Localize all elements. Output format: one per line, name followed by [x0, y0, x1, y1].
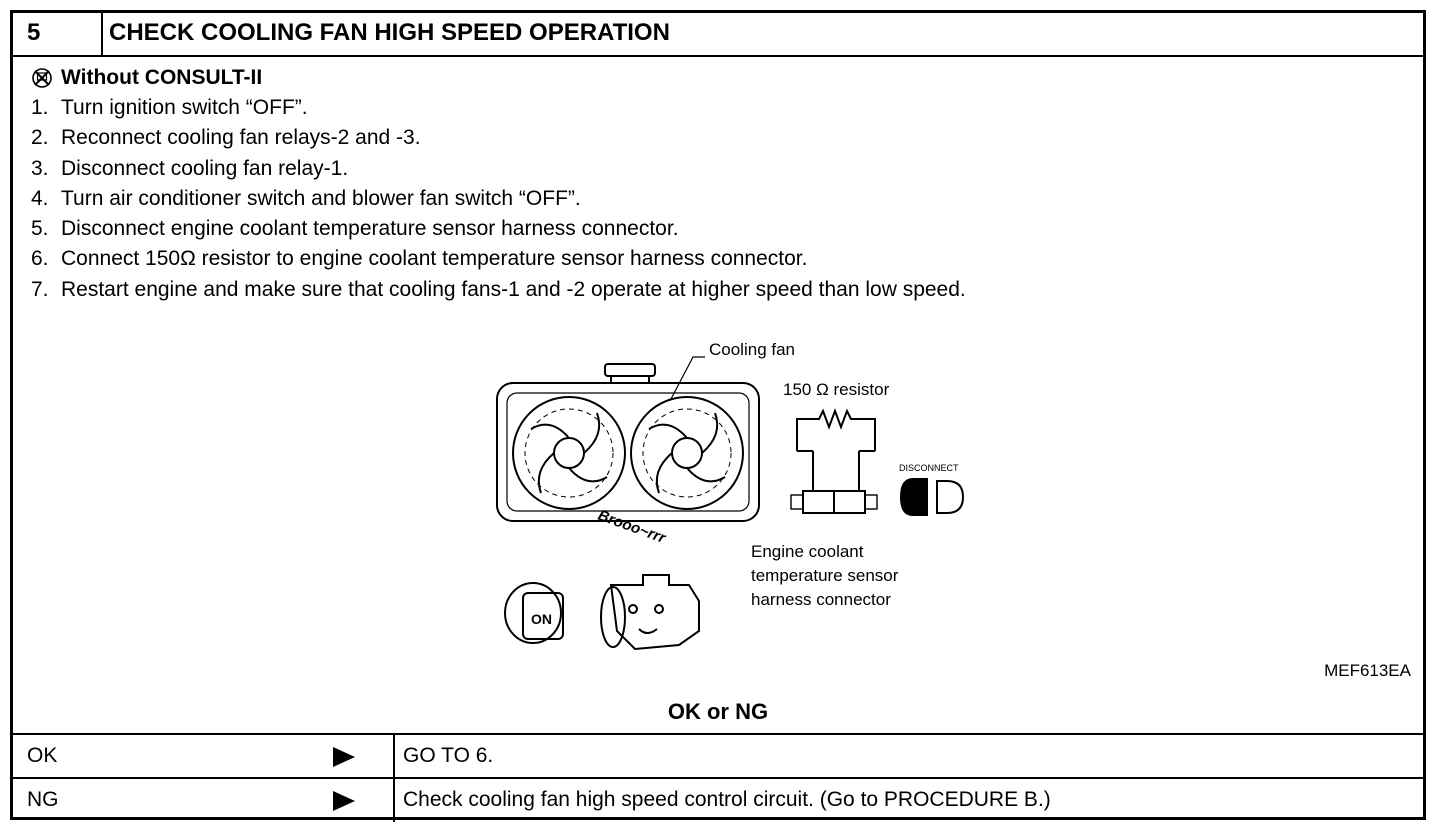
list-item: 4.Turn air conditioner switch and blower…	[31, 186, 581, 210]
connector-label-line3: harness connector	[751, 590, 891, 609]
result-divider	[393, 779, 395, 822]
list-item: 3.Disconnect cooling fan relay-1.	[31, 156, 349, 180]
step-title: CHECK COOLING FAN HIGH SPEED OPERATION	[109, 19, 670, 46]
cooling-fan-diagram: Cooling fan 150 Ω resistor DISCONNECT Br…	[496, 340, 965, 651]
result-action: GO TO 6.	[403, 744, 494, 767]
list-item: 1.Turn ignition switch “OFF”.	[31, 96, 308, 119]
result-divider	[393, 735, 395, 779]
list-item: 7.Restart engine and make sure that cool…	[31, 277, 966, 301]
consult-note: Without CONSULT-II	[31, 65, 262, 91]
connector-label-line1: Engine coolant	[751, 542, 864, 561]
cooling-fan-label: Cooling fan	[709, 340, 795, 359]
result-row-ng: NG Check cooling fan high speed control …	[13, 777, 1423, 822]
result-action: Check cooling fan high speed control cir…	[403, 788, 1051, 811]
arrow-right-icon	[333, 791, 355, 811]
result-row-ok: OK GO TO 6.	[13, 733, 1423, 779]
figure-code: MEF613EA	[1324, 661, 1411, 680]
connector-label-line2: temperature sensor	[751, 566, 899, 585]
ignition-key-label: ON	[531, 611, 552, 627]
list-item: 6.Connect 150Ω resistor to engine coolan…	[31, 247, 808, 271]
list-item: 2.Reconnect cooling fan relays-2 and -3.	[31, 126, 421, 150]
arrow-right-icon	[333, 747, 355, 767]
step-number: 5	[13, 13, 103, 55]
consult-crossed-icon	[32, 68, 52, 88]
result-key: NG	[27, 788, 59, 811]
result-key: OK	[27, 744, 58, 767]
step-header: 5 CHECK COOLING FAN HIGH SPEED OPERATION	[13, 13, 1423, 57]
step-list: 1.Turn ignition switch “OFF”. 2.Reconnec…	[31, 93, 966, 305]
list-item: 5.Disconnect engine coolant temperature …	[31, 217, 679, 241]
consult-label: Without CONSULT-II	[61, 66, 263, 89]
disconnect-label: DISCONNECT	[899, 463, 959, 473]
procedure-step-box: 5 CHECK COOLING FAN HIGH SPEED OPERATION…	[10, 10, 1426, 822]
ok-or-ng-label: OK or NG	[667, 699, 769, 724]
fan-sound-label: Brooo~rrr	[596, 507, 669, 547]
resistor-label: 150 Ω resistor	[783, 380, 890, 399]
